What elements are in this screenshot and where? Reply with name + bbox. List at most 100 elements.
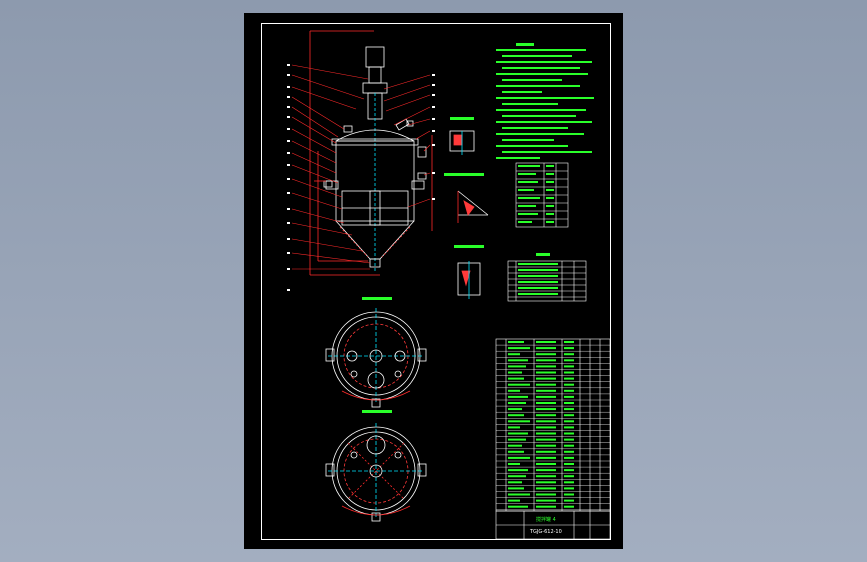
parts-list-entry (508, 395, 528, 398)
parts-list-entry (508, 347, 530, 350)
parts-list-entry (536, 432, 556, 435)
motor (365, 46, 385, 68)
parts-list-entry (536, 493, 556, 496)
parts-list-entry (536, 383, 556, 386)
parts-list-entry (508, 444, 522, 447)
detail-view-3 (454, 245, 484, 299)
parts-list-entry (536, 402, 556, 404)
parts-list-entry (536, 438, 556, 441)
parts-list-entry (564, 493, 574, 496)
parts-list-entry (508, 414, 524, 417)
nozzle-table (507, 260, 587, 302)
parts-list-entry (508, 365, 526, 368)
cad-drawing-canvas (287, 30, 611, 540)
parts-list-entry (564, 341, 574, 343)
parts-list-entry (508, 371, 522, 374)
parts-list-entry (564, 481, 574, 484)
parts-list-entry (536, 420, 556, 423)
title-block-drawing-number: TGJG-612-10 (530, 529, 562, 535)
technical-characteristics-values (518, 165, 554, 223)
parts-list-entry (536, 414, 556, 417)
parts-list-entry (564, 389, 574, 392)
parts-list-entry (536, 371, 556, 374)
nozzle-table-values (518, 263, 558, 295)
parts-list-entry (564, 383, 574, 386)
bottom-plan-view (325, 410, 427, 522)
leader-lines-right (383, 74, 431, 208)
technical-characteristics-table (515, 162, 569, 228)
parts-list-entry (564, 365, 574, 368)
top-plan-view (325, 297, 427, 408)
parts-list-entry (536, 456, 556, 459)
detail-view-2 (444, 173, 489, 223)
gear-reducer (362, 82, 388, 94)
parts-list-entry (508, 389, 520, 392)
parts-list-entry (564, 499, 574, 502)
parts-list-entry (536, 389, 556, 392)
parts-list-entry (564, 444, 574, 447)
drawing-border (261, 23, 611, 540)
parts-list-entry (564, 402, 574, 404)
parts-list-entries (508, 341, 574, 508)
parts-list-entry (508, 408, 522, 411)
parts-list-rows (496, 344, 610, 510)
parts-list-entry (564, 371, 574, 374)
parts-list-entry (564, 505, 574, 508)
parts-list-entry (564, 469, 574, 472)
parts-list-entry (564, 438, 574, 441)
parts-list-entry (564, 463, 574, 465)
title-block-name: 搅拌罐 4 (536, 517, 556, 523)
parts-list-entry (536, 463, 556, 465)
parts-list-entry (564, 420, 574, 423)
parts-list-entry (508, 481, 522, 484)
parts-list-entry (508, 493, 530, 496)
parts-list-entry (564, 414, 574, 417)
parts-list-entry (564, 395, 574, 398)
parts-list-entry (536, 365, 556, 368)
parts-list-entry (536, 505, 556, 508)
front-elevation-view (309, 30, 433, 276)
technical-requirements-notes (496, 43, 594, 159)
parts-list-entry (508, 383, 530, 386)
drawing-sheet: 搅拌罐 4 TGJG-612-10 (244, 13, 623, 549)
parts-list-entry (536, 475, 556, 478)
parts-list-entry (536, 395, 556, 398)
parts-list-entry (508, 353, 520, 356)
parts-list-entry (536, 353, 556, 356)
parts-list-entry (508, 426, 520, 429)
parts-list-entry (508, 487, 524, 490)
parts-list-entry (564, 426, 574, 429)
parts-list-entry (536, 469, 556, 472)
parts-list-entry (508, 463, 520, 465)
parts-list-entry (536, 408, 556, 411)
parts-list-entry (508, 402, 526, 404)
parts-list-entry (536, 347, 556, 350)
leader-lines-left (291, 64, 371, 270)
parts-list-entry (508, 432, 528, 435)
parts-list-entry (536, 426, 556, 429)
parts-list-entry (536, 487, 556, 490)
parts-list-entry (508, 499, 520, 502)
parts-list-entry (564, 377, 574, 380)
parts-list-entry (508, 377, 524, 380)
parts-list-entry (564, 487, 574, 490)
parts-list-entry (564, 475, 574, 478)
parts-list-entry (508, 456, 530, 459)
parts-list-table (495, 338, 611, 512)
parts-list-entry (508, 469, 528, 472)
title-block (495, 510, 611, 540)
parts-list-entry (564, 456, 574, 459)
parts-list-entry (536, 481, 556, 484)
parts-list-entry (508, 450, 524, 453)
parts-list-entry (508, 505, 528, 508)
parts-list-entry (536, 444, 556, 447)
parts-list-entry (536, 450, 556, 453)
parts-list-entry (564, 450, 574, 453)
parts-list-entry (508, 341, 524, 343)
parts-list-entry (536, 499, 556, 502)
part-number-markers (287, 64, 435, 291)
parts-list-entry (536, 341, 556, 343)
nozzle-table-title (536, 253, 550, 256)
parts-list-entry (508, 420, 530, 423)
parts-list-entry (508, 438, 526, 441)
